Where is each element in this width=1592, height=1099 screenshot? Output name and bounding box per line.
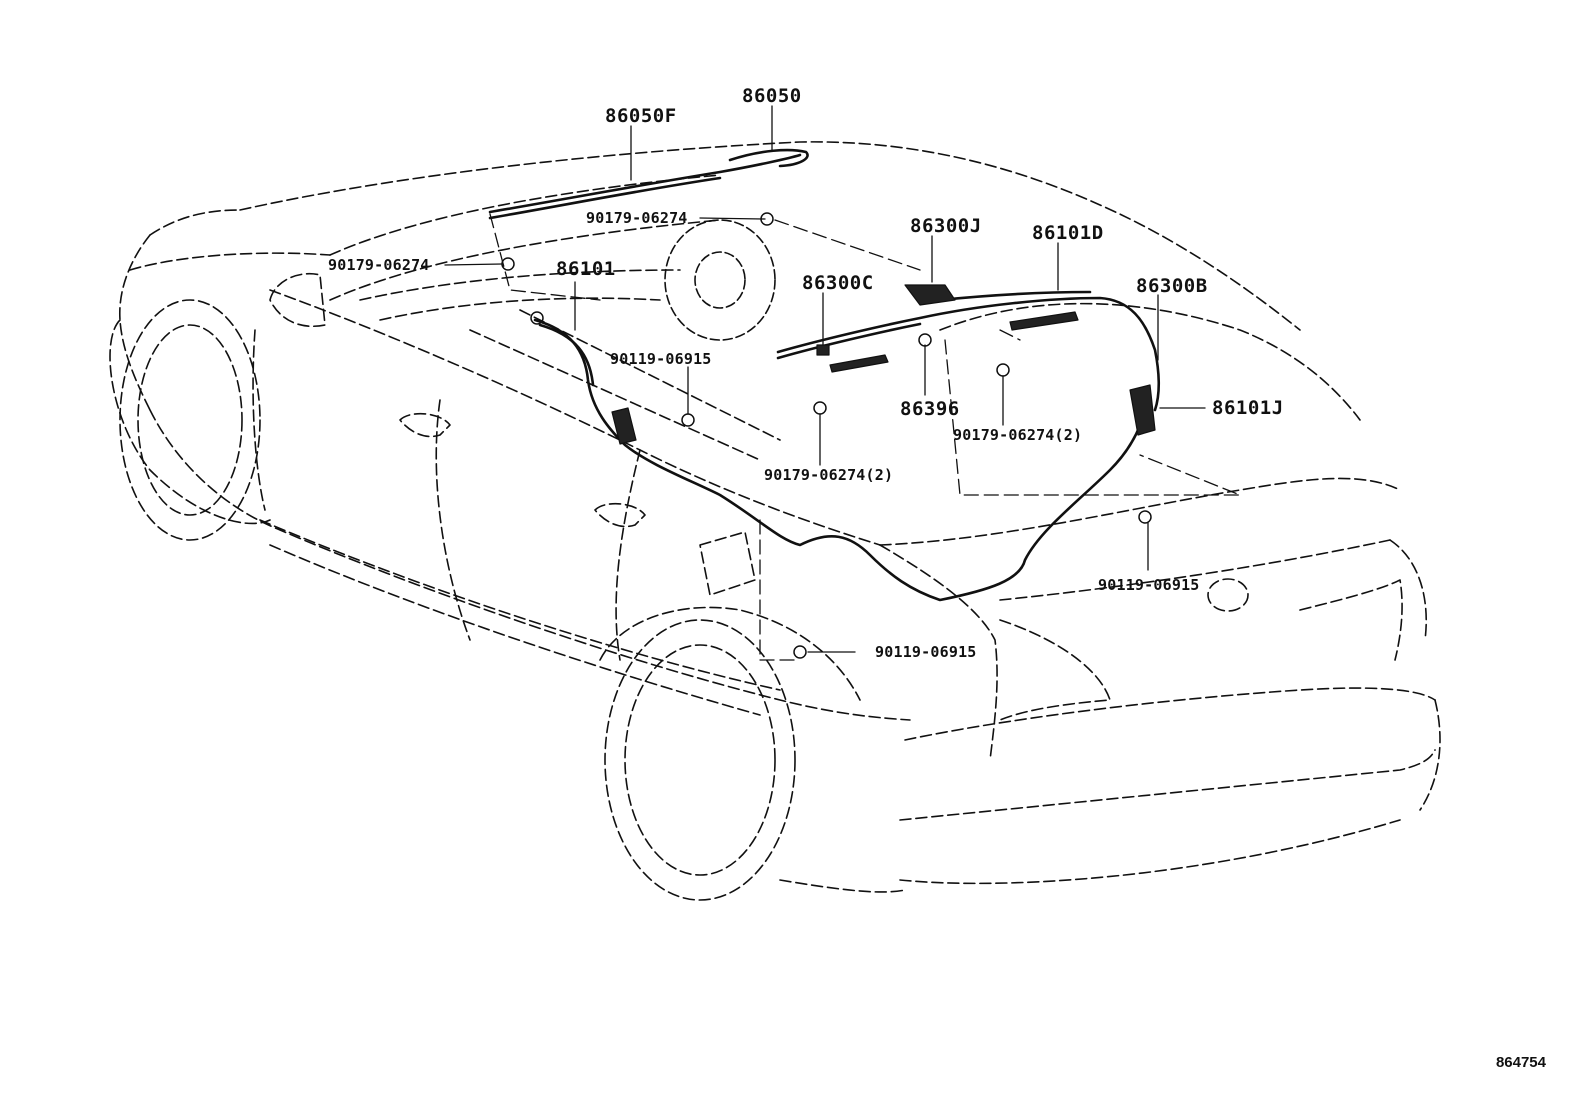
- callout-90119-06915-right: 90119-06915: [1098, 576, 1200, 594]
- callout-86101: 86101: [556, 258, 616, 280]
- car-body-outline: [109, 141, 1441, 893]
- callout-90179-06274-2a: 90179-06274(2): [953, 426, 1083, 444]
- rear-wheel: [604, 619, 796, 901]
- callout-86101D: 86101D: [1032, 222, 1104, 244]
- alignment-lines: [489, 213, 1241, 661]
- figure-code: 864754: [1495, 1054, 1546, 1071]
- callout-86300J: 86300J: [910, 215, 982, 237]
- callout-86396: 86396: [900, 398, 960, 420]
- callout-86300B: 86300B: [1136, 275, 1208, 297]
- callout-86101J: 86101J: [1212, 397, 1284, 419]
- callout-86050F: 86050F: [605, 105, 677, 127]
- amplifier-parts: [611, 284, 1156, 445]
- callout-90179-06274-left: 90179-06274: [328, 256, 430, 274]
- callout-86300C: 86300C: [802, 272, 874, 294]
- front-wheel: [119, 299, 261, 541]
- callout-90179-06274-top: 90179-06274: [586, 209, 688, 227]
- callout-90119-06915-mid: 90119-06915: [610, 350, 712, 368]
- callout-90179-06274-2b: 90179-06274(2): [764, 466, 894, 484]
- callout-90119-06915-bottom: 90119-06915: [875, 643, 977, 661]
- antenna-cables: [488, 148, 1161, 602]
- steering-wheel: [664, 219, 776, 341]
- leader-lines: [444, 105, 1206, 653]
- callout-86050: 86050: [742, 85, 802, 107]
